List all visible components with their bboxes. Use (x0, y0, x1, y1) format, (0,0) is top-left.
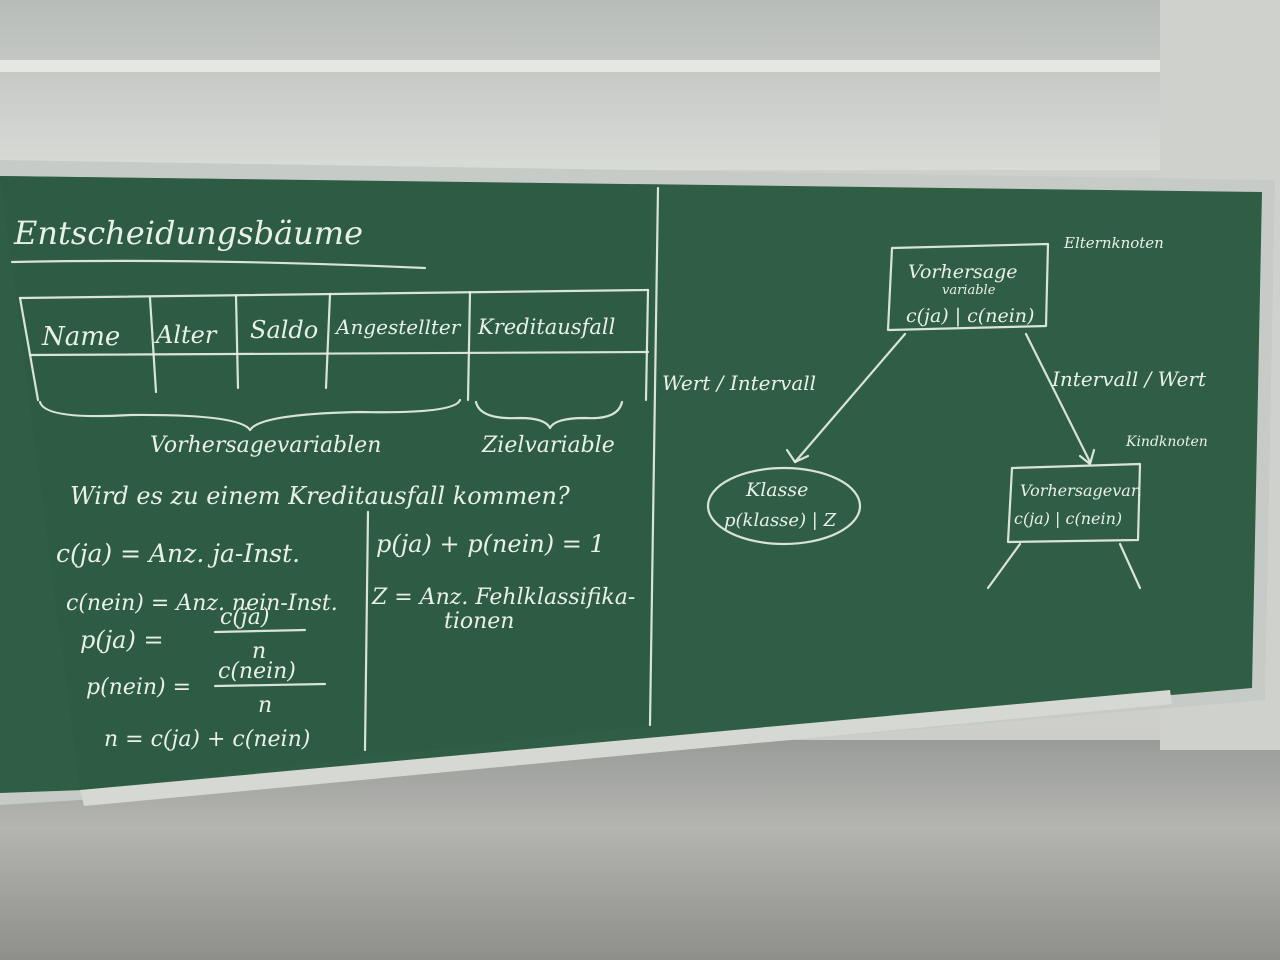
table-header-saldo: Saldo (250, 316, 318, 344)
formula-z-cont: tionen (444, 609, 514, 634)
formula-divider (363, 510, 370, 752)
formula-n: n = c(ja) + c(nein) (104, 727, 310, 752)
chalk-tray (80, 690, 1172, 806)
label-predictor-variables: Vorhersagevariablen (150, 433, 381, 458)
table-header-angestellter: Angestellter (334, 315, 462, 339)
question-text: Wird es zu einem Kreditausfall kommen? (70, 482, 570, 510)
board-left-panel (0, 176, 655, 790)
formula-p-ja: p(ja) = (80, 626, 164, 654)
edge-right-label: Intervall / Wert (1051, 367, 1207, 391)
child-node-line1: Vorhersagevar. (1020, 481, 1142, 500)
formula-p-sum: p(ja) + p(nein) = 1 (376, 530, 605, 558)
root-node-line1: Vorhersage (908, 261, 1018, 283)
edge-left (793, 332, 907, 464)
formula-p-nein: p(nein) = (86, 675, 191, 700)
root-node-line3: c(ja) | c(nein) (906, 305, 1034, 327)
leaf-node-line2: p(klasse) | Z (724, 510, 837, 531)
child-node-box (1006, 462, 1142, 544)
label-target-variable: Zielvariable (481, 433, 615, 458)
child-node-line2: c(ja) | c(nein) (1014, 509, 1122, 528)
fraction-bar-nein (213, 682, 327, 688)
leaf-node-ellipse (706, 466, 862, 546)
formulas-right: p(ja) + p(nein) = 1 Z = Anz. Fehlklassif… (371, 530, 635, 634)
wall (0, 0, 1280, 170)
fraction-ja-denominator: n (252, 639, 266, 664)
edge-left-label: Wert / Intervall (662, 371, 816, 395)
fraction-bar-ja (213, 628, 307, 634)
label-child-node: Kindknoten (1125, 434, 1208, 450)
title-underline (10, 259, 427, 270)
formula-c-ja: c(ja) = Anz. ja-Inst. (56, 539, 300, 568)
fraction-ja-numerator: c(ja) (220, 605, 269, 630)
fraction-nein-denominator: n (258, 693, 272, 718)
board-title: Entscheidungsbäume (13, 214, 363, 252)
label-parent-node: Elternknoten (1063, 234, 1164, 252)
child-edge-left (986, 542, 1022, 590)
attribute-table (18, 288, 650, 402)
ceiling-strip (0, 60, 1280, 72)
root-node-line2: variable (942, 283, 996, 298)
formulas-left: c(ja) = Anz. ja-Inst. c(nein) = Anz. nei… (56, 539, 338, 752)
edge-right-arrowhead (1078, 448, 1096, 466)
brace-predictors (38, 398, 462, 432)
brace-target (474, 400, 624, 430)
edge-right (1024, 332, 1092, 464)
child-edge-right (1118, 542, 1142, 590)
table-header-alter: Alter (154, 321, 218, 349)
leaf-node-line1: Klasse (745, 479, 808, 501)
decision-tree: Elternknoten Vorhersage variable c(ja) |… (662, 234, 1208, 531)
board-divider (648, 186, 660, 727)
formula-z: Z = Anz. Fehlklassifika- (371, 585, 635, 610)
edge-left-arrowhead (785, 448, 810, 464)
formula-c-nein: c(nein) = Anz. nein-Inst. (66, 591, 338, 616)
fraction-nein-numerator: c(nein) (218, 659, 296, 684)
table-header-name: Name (41, 322, 120, 352)
table-headers: Name Alter Saldo Angestellter Kreditausf… (41, 315, 615, 352)
root-node-box (886, 242, 1050, 332)
table-header-kreditausfall: Kreditausfall (477, 315, 615, 339)
